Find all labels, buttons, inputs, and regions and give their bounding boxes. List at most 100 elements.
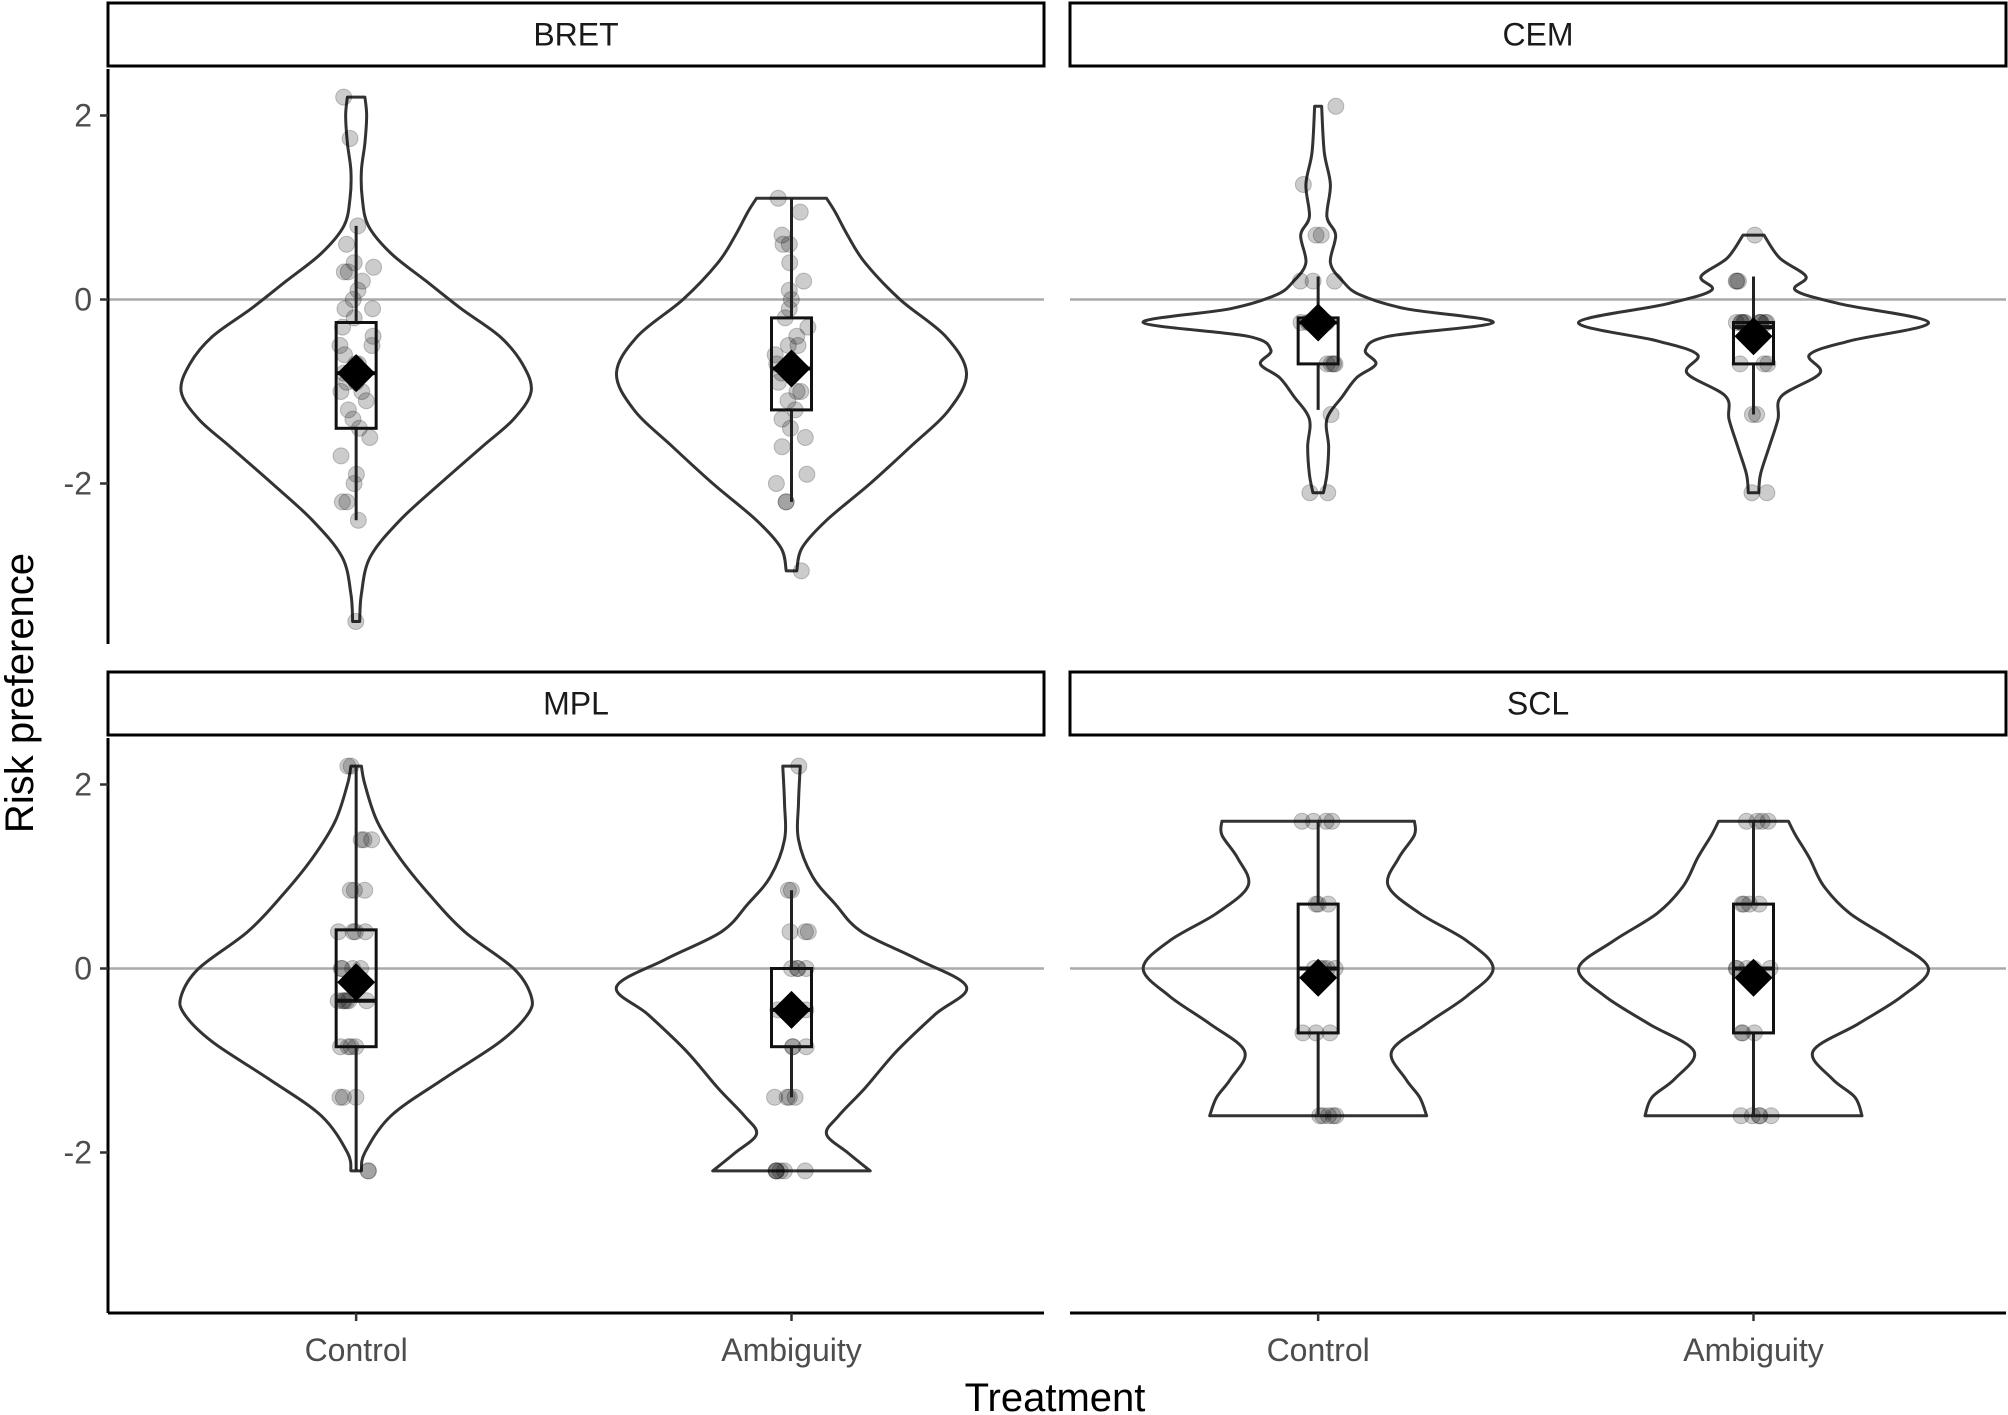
data-point xyxy=(347,613,365,630)
strip-box xyxy=(106,670,1046,737)
violin-shape xyxy=(614,764,969,1173)
data-point xyxy=(364,327,382,345)
y-tick-label: -2 xyxy=(64,466,92,502)
x-tick-label: Ambiguity xyxy=(721,1332,862,1368)
mean-marker xyxy=(772,349,811,388)
data-point xyxy=(1319,484,1337,502)
strip-box xyxy=(106,1,1046,68)
data-point xyxy=(341,881,359,899)
data-point xyxy=(356,923,374,941)
box-iqr xyxy=(334,321,378,430)
strip-box xyxy=(1068,670,2008,737)
y-tick-label: -2 xyxy=(64,1135,92,1171)
data-point xyxy=(1728,272,1746,290)
data-point xyxy=(349,217,367,235)
data-point xyxy=(799,923,817,941)
data-point xyxy=(1322,406,1340,423)
strip-box xyxy=(1068,1,2008,68)
data-point xyxy=(331,337,349,354)
x-tick-label: Ambiguity xyxy=(1683,1332,1824,1368)
data-point xyxy=(333,960,351,977)
data-point xyxy=(349,511,367,529)
data-point xyxy=(789,337,807,354)
data-point xyxy=(788,327,806,345)
mean-marker xyxy=(1299,958,1338,997)
data-point xyxy=(1732,1107,1750,1125)
data-point xyxy=(769,189,787,207)
data-point xyxy=(796,429,814,446)
data-point xyxy=(788,383,806,400)
panel-bret: BRET-202 xyxy=(64,1,1046,644)
data-point xyxy=(338,493,356,511)
box-iqr xyxy=(334,928,378,1049)
panel-cem: CEM xyxy=(1068,1,2008,502)
data-point xyxy=(790,757,808,775)
data-point xyxy=(1748,812,1766,830)
data-point xyxy=(1746,226,1764,244)
strip-label: BRET xyxy=(533,17,618,53)
mean-marker xyxy=(1734,958,1773,997)
violin-shape xyxy=(1141,104,1495,495)
data-point xyxy=(356,881,374,899)
data-point xyxy=(345,881,363,899)
data-point xyxy=(1307,226,1325,244)
data-point xyxy=(339,401,357,419)
box-iqr xyxy=(769,967,813,1049)
data-point xyxy=(773,438,791,456)
data-point xyxy=(1762,1107,1780,1125)
data-point xyxy=(792,383,810,400)
y-axis-title: Risk preference xyxy=(0,553,42,833)
data-point xyxy=(1727,272,1745,290)
data-point xyxy=(781,254,799,272)
mean-marker xyxy=(1734,317,1773,356)
y-tick-label: 2 xyxy=(74,767,92,803)
data-point xyxy=(364,300,382,318)
data-point xyxy=(341,130,359,147)
data-point xyxy=(1293,812,1311,830)
data-point xyxy=(335,88,353,106)
violin-shape xyxy=(614,196,969,573)
data-point xyxy=(1323,812,1341,830)
data-point xyxy=(357,392,375,410)
data-point xyxy=(363,831,381,849)
data-point xyxy=(345,254,363,272)
data-point xyxy=(332,447,350,465)
data-point xyxy=(795,272,813,290)
violin-shape xyxy=(1576,233,1931,495)
data-point xyxy=(799,318,817,336)
data-point xyxy=(331,1088,349,1106)
data-point xyxy=(796,923,814,941)
violin-shape xyxy=(1576,819,1931,1118)
data-point xyxy=(1311,1107,1329,1125)
data-point xyxy=(798,465,816,483)
data-point xyxy=(780,235,798,253)
data-point xyxy=(1750,1107,1768,1125)
data-point xyxy=(1759,812,1777,830)
data-point xyxy=(1312,226,1330,244)
data-point xyxy=(1291,272,1309,290)
strip-label: SCL xyxy=(1507,686,1569,722)
data-point xyxy=(792,562,810,580)
strip-label: MPL xyxy=(543,686,609,722)
violin-shape xyxy=(179,95,533,623)
data-point xyxy=(338,235,356,253)
data-point xyxy=(780,1088,798,1106)
box-iqr xyxy=(769,316,813,412)
data-point xyxy=(1327,1107,1345,1125)
data-point xyxy=(353,272,371,290)
data-point xyxy=(1758,484,1776,502)
data-point xyxy=(1301,484,1319,502)
data-point xyxy=(1729,272,1747,290)
data-point xyxy=(773,226,791,244)
data-point xyxy=(1294,176,1312,193)
data-point xyxy=(771,1162,789,1180)
data-point xyxy=(767,1162,785,1180)
data-point xyxy=(1743,484,1761,502)
strip-label: CEM xyxy=(1502,17,1573,53)
data-point xyxy=(349,281,367,299)
data-point xyxy=(1319,1107,1337,1125)
data-point xyxy=(780,281,798,299)
data-point xyxy=(335,263,353,281)
